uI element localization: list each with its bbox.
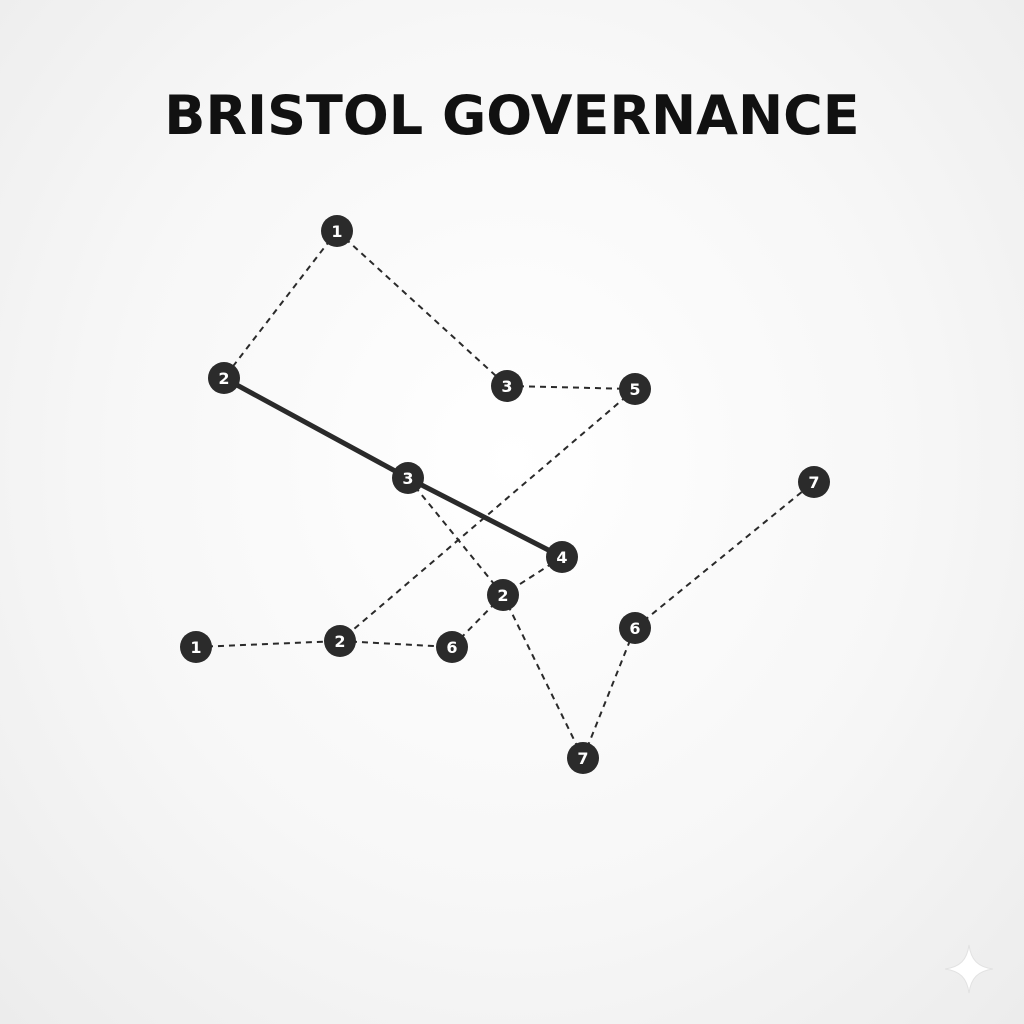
edge-m3-m4: [405, 475, 565, 560]
node-circle: [436, 631, 468, 663]
node-circle: [487, 579, 519, 611]
edge-b2-b6: [339, 640, 453, 648]
edge-n1-n3: [336, 230, 508, 387]
node-r6: 6: [619, 612, 651, 644]
node-label: 2: [334, 632, 345, 651]
node-circle: [324, 625, 356, 657]
node-m3: 3: [392, 462, 424, 494]
node-circle: [321, 215, 353, 247]
node-n1: 1: [321, 215, 353, 247]
edges-layer: [195, 230, 815, 759]
node-label: 2: [218, 369, 229, 388]
node-circle: [567, 742, 599, 774]
node-circle: [546, 541, 578, 573]
node-circle: [208, 362, 240, 394]
node-label: 2: [497, 586, 508, 605]
edge-n2-m3: [221, 375, 411, 481]
edge-n5-b2: [339, 388, 636, 642]
node-b7: 7: [567, 742, 599, 774]
node-circle: [798, 466, 830, 498]
node-label: 4: [556, 548, 567, 567]
edge-m3-m2: [407, 477, 504, 596]
node-n3: 3: [491, 370, 523, 402]
node-n2: 2: [208, 362, 240, 394]
node-n5: 5: [619, 373, 651, 405]
nodes-layer: 1 2 3 5 3 4 2 1 2 6 7 6 7: [180, 215, 830, 774]
edge-n3-n5: [506, 385, 636, 390]
node-label: 7: [808, 473, 819, 492]
node-b1: 1: [180, 631, 212, 663]
node-circle: [491, 370, 523, 402]
edge-m2-b7: [502, 594, 584, 759]
edge-b7-r6: [582, 627, 636, 759]
page-title: BRISTOL GOVERNANCE: [164, 84, 860, 147]
node-b6: 6: [436, 631, 468, 663]
node-m4: 4: [546, 541, 578, 573]
node-label: 6: [629, 619, 640, 638]
node-circle: [180, 631, 212, 663]
node-r7: 7: [798, 466, 830, 498]
node-label: 5: [629, 380, 640, 399]
node-label: 6: [446, 638, 457, 657]
node-label: 3: [402, 469, 413, 488]
edge-n1-n2: [223, 230, 338, 379]
node-label: 1: [190, 638, 201, 657]
node-circle: [392, 462, 424, 494]
node-label: 1: [331, 222, 342, 241]
edge-b1-b2: [195, 640, 341, 648]
sparkle-icon: [944, 944, 994, 994]
node-circle: [619, 612, 651, 644]
node-circle: [619, 373, 651, 405]
node-label: 3: [501, 377, 512, 396]
node-b2: 2: [324, 625, 356, 657]
node-label: 7: [577, 749, 588, 768]
edge-r6-r7: [634, 481, 815, 629]
node-m2: 2: [487, 579, 519, 611]
